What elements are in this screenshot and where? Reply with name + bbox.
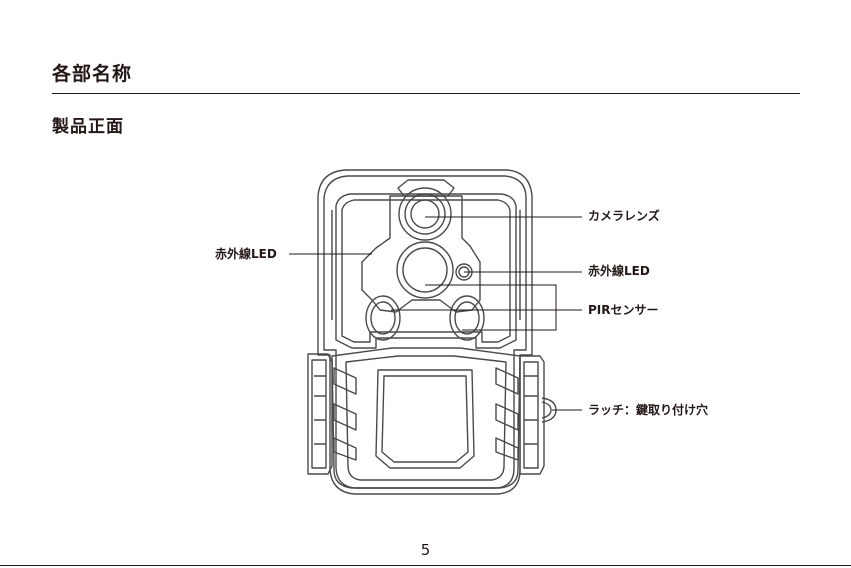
ir-led-large bbox=[397, 242, 453, 298]
screen-window bbox=[376, 370, 474, 468]
page-number: 5 bbox=[0, 540, 851, 560]
lower-door bbox=[332, 348, 520, 488]
callout-ir-led-left: 赤外線LED bbox=[215, 246, 277, 262]
callout-ir-led-right: 赤外線LED bbox=[588, 263, 650, 279]
bottom-divider bbox=[0, 565, 851, 566]
callout-latch: ラッチ：鍵取り付け穴 bbox=[588, 402, 708, 418]
leader-pir-sensor bbox=[425, 285, 556, 330]
callout-pir-sensor: PIRセンサー bbox=[588, 302, 659, 318]
callout-camera-lens: カメラレンズ bbox=[588, 208, 660, 224]
